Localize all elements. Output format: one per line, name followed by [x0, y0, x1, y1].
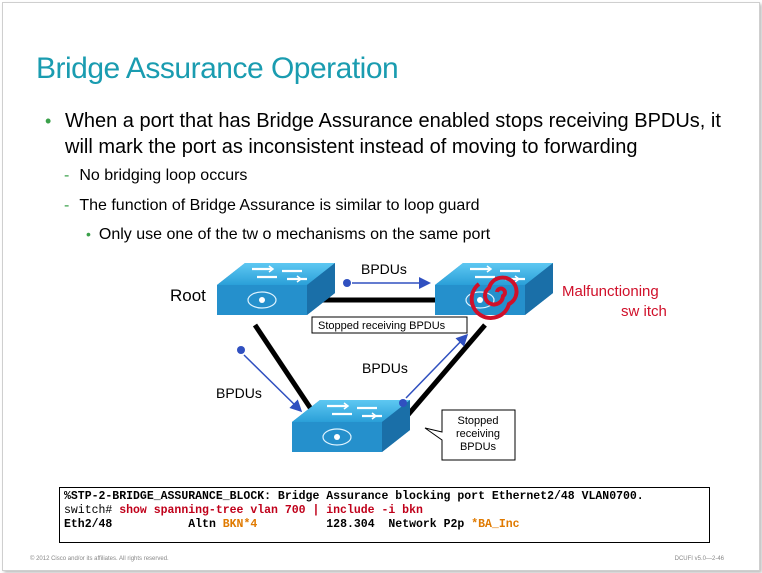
dash-icon: -	[64, 197, 70, 214]
stopped-callout-right-line2: receiving	[456, 428, 500, 440]
cli-ba-flag: *BA_Inc	[471, 518, 520, 531]
cli-prio-type: 128.304 Network P2p	[326, 518, 465, 531]
stopped-callout-top-text: Stopped receiving BPDUs	[318, 320, 446, 332]
root-switch-icon	[215, 261, 337, 317]
sub-bullet-2: -The function of Bridge Assurance is sim…	[64, 197, 480, 215]
bullet-dot-icon: •	[86, 226, 91, 242]
bpdu-dot-icon	[399, 399, 407, 407]
bullet-dot-icon: •	[45, 111, 52, 131]
stopped-callout-top	[311, 316, 468, 334]
bpdus-label-left: BPDUs	[216, 385, 262, 401]
sub-bullet-1: -No bridging loop occurs	[64, 167, 247, 185]
malfunction-label-line2: sw itch	[621, 303, 667, 320]
sub-bullet-2-text: The function of Bridge Assurance is simi…	[79, 197, 480, 214]
stopped-callout-right-line3: BPDUs	[460, 441, 497, 453]
root-label: Root	[170, 286, 206, 305]
cli-log-line: %STP-2-BRIDGE_ASSURANCE_BLOCK: Bridge As…	[64, 490, 644, 503]
stopped-callout-right-line1: Stopped	[458, 415, 499, 427]
cli-command: show spanning-tree vlan 700 | include -i…	[119, 504, 423, 517]
cli-prompt: switch#	[64, 504, 120, 517]
cli-role: Altn	[188, 518, 216, 531]
sub-bullet-3-text: Only use one of the tw o mechanisms on t…	[98, 226, 491, 243]
malfunctioning-switch-icon	[433, 261, 555, 317]
footer-slide-number: DCUFI v5.0—2-46	[674, 556, 724, 562]
sub-bullet-3: • Only use one of the tw o mechanisms on …	[86, 226, 490, 244]
bpdu-arrow-left	[243, 354, 303, 413]
footer-copyright: © 2012 Cisco and/or its affiliates. All …	[30, 556, 169, 562]
cli-command-line: switch# show spanning-tree vlan 700 | in…	[64, 504, 705, 518]
cli-status: BKN*4	[222, 518, 258, 531]
malfunction-spiral-icon	[469, 275, 519, 320]
main-bullet-text: When a port that has Bridge Assurance en…	[65, 110, 721, 158]
stopped-callout-right	[424, 409, 516, 461]
cli-output-box: %STP-2-BRIDGE_ASSURANCE_BLOCK: Bridge As…	[59, 487, 710, 543]
bpdus-label-right: BPDUs	[362, 360, 408, 376]
bpdu-dot-icon	[343, 279, 351, 287]
malfunction-label-line1: Malfunctioning	[562, 283, 659, 300]
cli-result-line: Eth2/48 Altn BKN*4 128.304 Network P2p *…	[64, 518, 705, 532]
cli-port: Eth2/48	[64, 518, 113, 531]
bpdu-dot-icon	[237, 346, 245, 354]
sub-bullet-1-text: No bridging loop occurs	[79, 167, 248, 184]
bpdus-label-top: BPDUs	[361, 261, 407, 277]
dash-icon: -	[64, 167, 70, 184]
bpdu-arrow-right	[405, 333, 469, 399]
slide-title: Bridge Assurance Operation	[36, 52, 399, 85]
